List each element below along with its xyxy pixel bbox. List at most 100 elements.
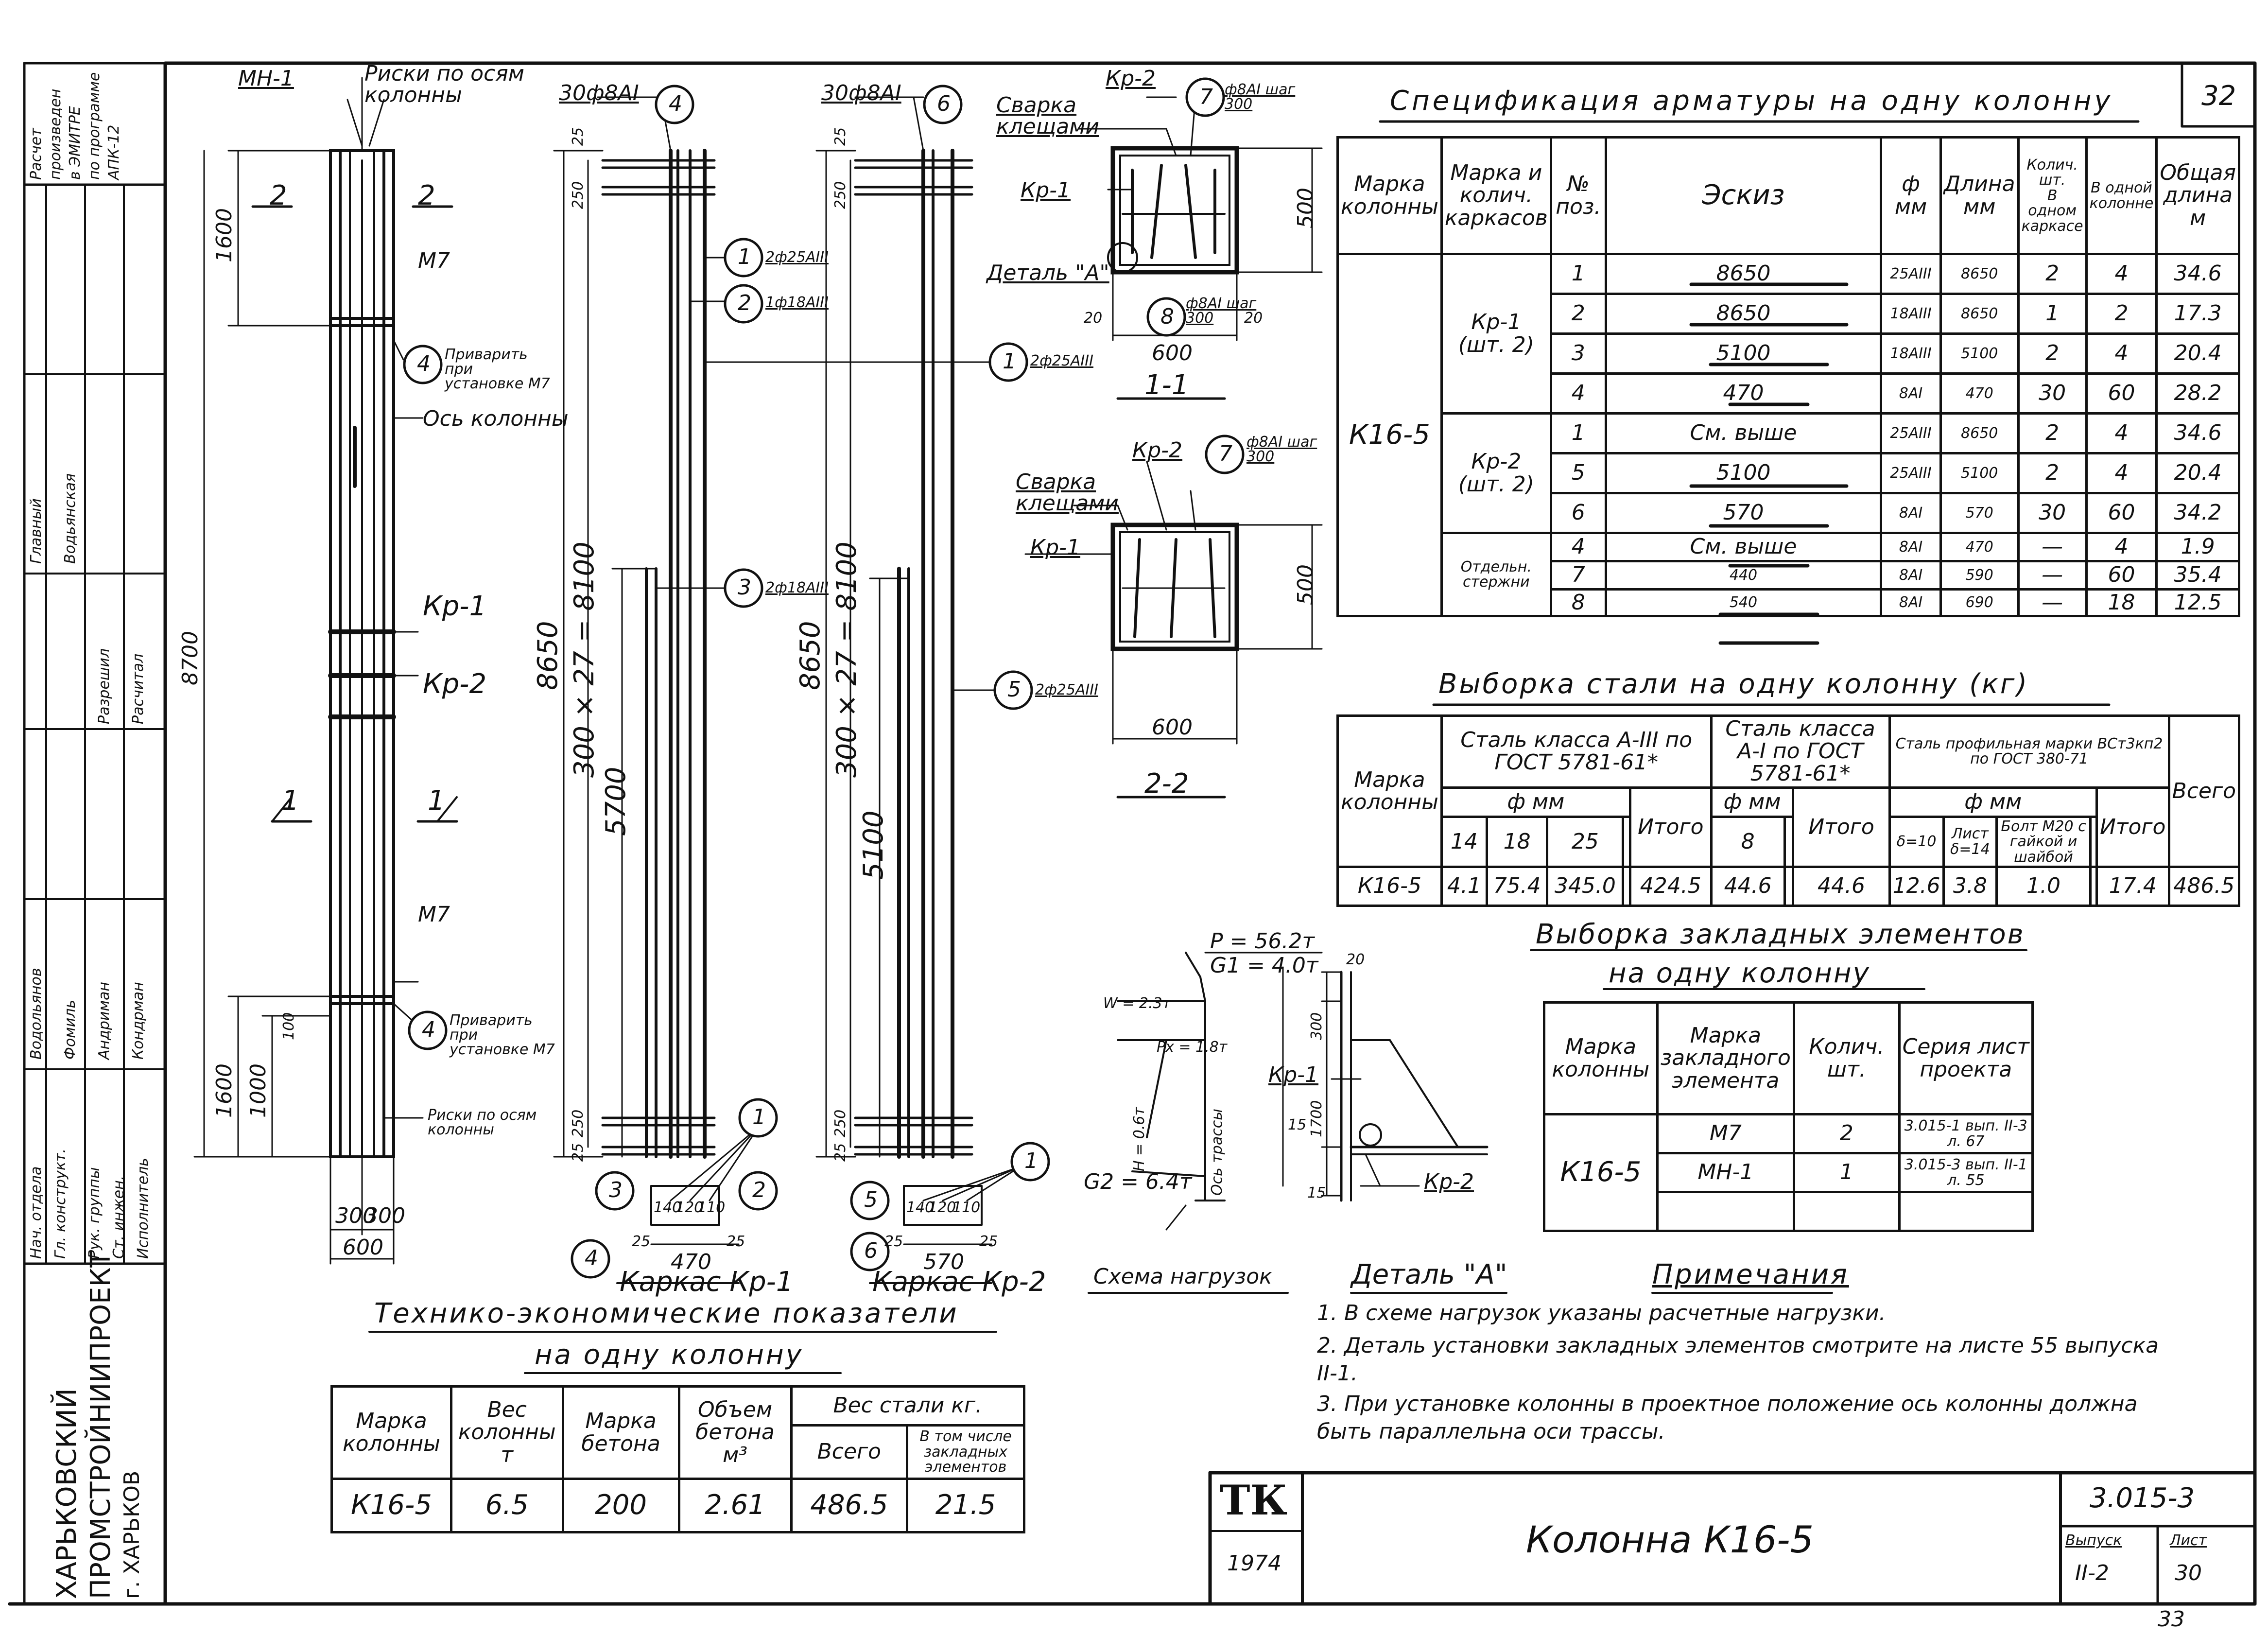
organization-institute: ПРОМСТРОЙНИИПРОЕКТ [85,1251,117,1599]
sheet-label: Лист [2170,1532,2207,1549]
s22-pos7-label: ф8АI шаг 300 [1247,434,1317,465]
detail-a-kr1: Кр-1 [1268,1062,1319,1087]
s22-dim-500: 500 [1293,564,1318,605]
spec-dia: 8АI [1880,492,1942,534]
steel-h-mark: Марка колонны [1336,714,1443,869]
spec-pos: 4 [1549,532,1607,562]
kr1-title: Каркас Кр-1 [620,1266,794,1298]
spec-n2: 60 [2085,372,2158,415]
spec-h-mark: Марка колонны [1336,136,1443,255]
spec-dia: 8АI [1880,372,1942,415]
s11-title: 1-1 [1144,369,1189,401]
s11-kr1-label: Кр-1 [1021,178,1071,203]
issue-label: Выпуск [2065,1532,2122,1549]
title-block-year: 1974 [1227,1551,1281,1576]
steel-table: Марка колонны Сталь класса А-III по ГОСТ… [1336,714,2241,907]
callout-number: 1 [752,1105,766,1130]
stamp-name-1: Водольянов [28,968,45,1060]
kr1-bottom-dim-5: 25 [727,1233,745,1250]
s22-kr2-label: Кр-2 [1132,438,1183,463]
callout-number: 4 [669,91,682,116]
callout-number: 7 [1199,85,1213,109]
kr1-dim-250: 250 [570,181,587,209]
stamp-role-2: Гл. конструкт. [52,1149,69,1259]
section-2-right: 2 [418,180,435,211]
embed-mark: К16-5 [1543,1113,1659,1232]
steel-profile-dia-empty [2089,815,2098,869]
steel-a3-dia: 18 [1485,815,1549,869]
s11-pos7-label: ф8АI шаг 300 [1225,81,1296,113]
spec-sketch: 470 [1604,372,1883,415]
detail-a-title: Деталь "А" [1351,1259,1507,1290]
callout-circle [403,345,443,384]
organization-city: г. ХАРЬКОВ [120,1470,144,1599]
spec-pos: 2 [1549,293,1607,335]
spec-dia: 18АIII [1880,332,1942,375]
kr1-dim-25: 25 [570,127,587,146]
callout-circle [655,85,694,124]
spec-dia: 18АIII [1880,293,1942,335]
steel-h-profile: Сталь профильная марки ВСт3кп2 по ГОСТ 3… [1888,714,2170,789]
load-axis: Ось трассы [1209,1109,1226,1196]
callout-circle [571,1239,610,1279]
spec-total: 20.4 [2155,452,2240,494]
spec-pos: 4 [1549,372,1607,415]
kr2-dim-25-bottom: 25 [832,1143,849,1162]
spec-pos: 3 [1549,332,1607,375]
spec-sketch: 570 [1604,492,1883,534]
spec-dia: 25АIII [1880,412,1942,454]
callout-circle [724,568,763,608]
spec-h-pos: № поз. [1549,136,1607,255]
steel-a1-dia-empty [1783,815,1795,869]
spec-sketch: См. выше [1604,532,1883,562]
steel-a3-empty [1622,866,1631,907]
load-p: P = 56.2т [1210,929,1315,954]
embed-qty: 1 [1792,1152,1901,1193]
steel-a3-dia: 14 [1440,815,1488,869]
steel-profile-empty [2089,866,2098,907]
load-g1: G1 = 4.0т [1210,953,1318,978]
embed-series: 3.015-3 вып. II-1 л. 55 [1898,1152,2034,1193]
detail-a-dim-15a: 15 [1288,1116,1307,1133]
spec-table-title: Спецификация арматуры на одну колонну [1390,85,2113,117]
spec-len: 690 [1939,588,2020,618]
spec-n1: — [2017,532,2088,562]
spec-sketch: 5100 [1604,452,1883,494]
steel-a1-value: 44.6 [1710,866,1786,907]
detail-a-dim-15b: 15 [1307,1184,1326,1201]
spec-n1: 1 [2017,293,2088,335]
callout-number: 3 [738,575,751,600]
kr1-bottom-dim-3: 120 [675,1199,704,1216]
stamp-approval-4: Расчитал [130,653,147,724]
callout-circle [724,284,763,324]
kr1-dim-8650: 8650 [532,621,564,690]
spec-n2: 4 [2085,253,2158,295]
steel-profile-total: 17.4 [2095,866,2170,907]
spec-total: 34.6 [2155,253,2240,295]
steel-a1-total: 44.6 [1792,866,1891,907]
spec-sketch: 8650 [1604,253,1883,295]
steel-h-a1-total: Итого [1792,786,1891,869]
steel-profile-dia: δ=10 [1888,815,1945,869]
load-w: W = 2.3т [1103,995,1171,1012]
stamp-approval-1: Главный [28,498,45,564]
kr2-dim-5100: 5100 [858,810,889,880]
steel-table-title: Выборка стали на одну колонну (кг) [1438,668,2029,700]
stamp-name-2: Фомиль [62,999,79,1060]
spec-h-sketch: Эскиз [1604,136,1883,255]
callout-circle [738,1171,778,1211]
detail-a-kr2: Кр-2 [1424,1169,1474,1194]
s11-pos8-label: ф8АI шаг 300 [1186,295,1257,327]
s22-kr1-label: Кр-1 [1030,535,1081,560]
spec-n1: 2 [2017,412,2088,454]
kr2-title: Каркас Кр-2 [872,1266,1046,1298]
kr1-bar-1-label: 2ф25АIII [765,249,829,266]
embed-element: М7 [1656,1113,1795,1154]
s22-dim-600: 600 [1152,715,1193,740]
dim-300-right: 300 [364,1203,405,1228]
callout-number: 4 [422,1017,435,1042]
embed-h-mark: Марка колонны [1543,1001,1659,1115]
steel-a3-value: 4.1 [1440,866,1488,907]
callout-circle [1185,77,1225,117]
notes-title: Примечания [1652,1259,1849,1290]
